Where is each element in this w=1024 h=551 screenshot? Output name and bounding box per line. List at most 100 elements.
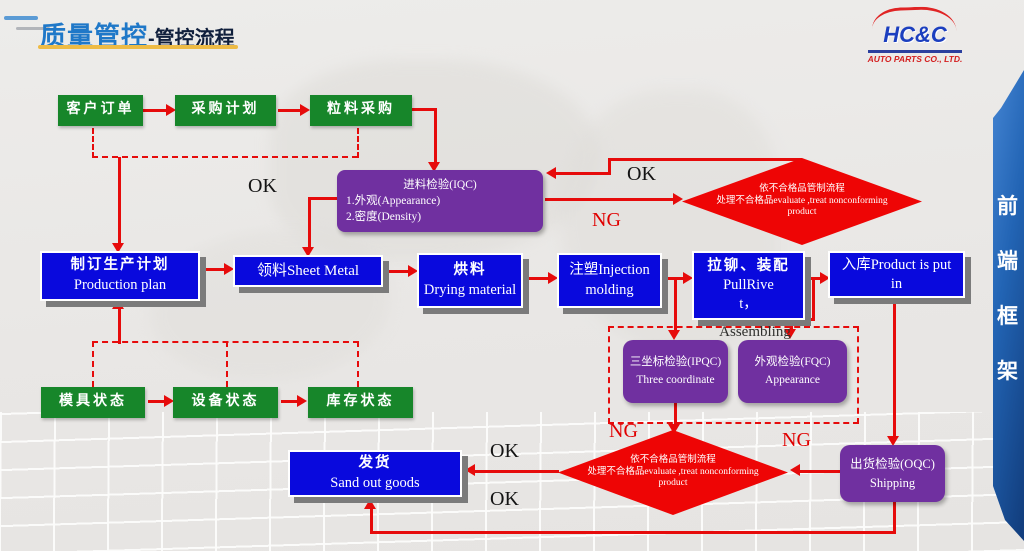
iqc-title: 进料检验(IQC) <box>403 178 477 191</box>
connector <box>812 280 815 320</box>
assembly-dashed-frame <box>608 326 859 424</box>
iqc-item: 2.密度(Density) <box>346 210 422 223</box>
connector <box>608 158 611 175</box>
label-ok: OK <box>490 440 519 462</box>
node-equipment-status: 设备状态 <box>173 387 278 418</box>
node-label: 外观检验(FQC) <box>754 356 831 369</box>
node-inventory-status: 库存状态 <box>308 387 413 418</box>
connector-dashed <box>92 128 94 158</box>
node-label: Three coordinate <box>636 373 715 386</box>
connector <box>281 400 297 403</box>
arrowhead <box>297 395 307 407</box>
node-label: Shipping <box>869 475 916 490</box>
arrowhead <box>112 243 124 253</box>
company-logo: HC&C AUTO PARTS CO., LTD. <box>860 4 970 68</box>
connector <box>556 172 608 175</box>
arrowhead <box>112 299 124 309</box>
arrowhead <box>408 265 418 277</box>
diamond-line: 依不合格品管制流程 <box>759 183 845 194</box>
node-label: 入库Product is put <box>841 256 952 273</box>
node-label: Appearance <box>765 373 820 386</box>
arrowhead <box>300 104 310 116</box>
connector <box>143 109 166 112</box>
connector <box>204 268 224 271</box>
node-label: 客户订单 <box>66 102 135 118</box>
node-fqc: 外观检验(FQC) Appearance <box>738 340 847 403</box>
connector <box>674 403 677 424</box>
node-label: 采购计划 <box>191 102 260 118</box>
node-iqc: 进料检验(IQC) 1.外观(Appearance) 2.密度(Density) <box>337 170 543 232</box>
label-assembling: Assembling <box>719 324 791 340</box>
diamond-line: 依不合格品管制流程 <box>630 454 716 465</box>
connector-dashed <box>357 128 359 158</box>
connector-dashed <box>92 156 358 158</box>
connector <box>666 277 683 280</box>
connector <box>278 109 300 112</box>
diamond-line: 处理不合格品evaluate ,treat nonconforming <box>716 195 888 206</box>
node-label: molding <box>585 281 634 298</box>
title-sub: -管控流程 <box>148 28 235 50</box>
deco-dash-blue <box>4 16 38 20</box>
node-pellet-purchase: 粒料采购 <box>310 95 412 126</box>
arrowhead <box>428 162 440 172</box>
side-tab-frontend-frame: 前 端 框 架 <box>993 70 1024 541</box>
side-char: 框 <box>997 305 1018 328</box>
deco-dash-gray <box>16 27 50 30</box>
node-label: 拉铆、装配 <box>707 258 790 275</box>
node-label: t， <box>739 295 758 312</box>
side-tab-label: 前 端 框 架 <box>993 190 1024 385</box>
node-production-plan: 制订生产计划 Production plan <box>40 251 200 301</box>
connector <box>800 470 840 473</box>
connector <box>118 157 121 243</box>
connector <box>412 108 437 111</box>
node-drying: 烘料 Drying material <box>417 253 523 308</box>
connector <box>893 502 896 534</box>
node-label: 粒料采购 <box>327 102 395 118</box>
arrowhead <box>302 247 314 257</box>
node-oqc: 出货检验(OQC) Shipping <box>840 445 945 502</box>
logo-rule <box>868 50 962 53</box>
logo-name: HC&C <box>883 22 947 47</box>
arrowhead <box>820 272 830 284</box>
node-ipqc: 三坐标检验(IPQC) Three coordinate <box>623 340 728 403</box>
arrowhead <box>668 330 680 340</box>
connector <box>370 531 896 534</box>
node-injection: 注塑Injection molding <box>557 253 662 308</box>
node-pullrivet: 拉铆、装配 PullRive t， <box>692 251 805 320</box>
node-label: 注塑Injection <box>569 261 650 278</box>
connector-dashed <box>226 341 228 387</box>
node-warehouse: 入库Product is put in <box>828 251 965 298</box>
node-purchase-plan: 采购计划 <box>175 95 276 126</box>
connector <box>434 108 437 162</box>
side-char: 前 <box>997 195 1018 218</box>
node-label: 领料Sheet Metal <box>256 262 360 279</box>
label-ng: NG <box>592 209 621 231</box>
arrowhead <box>164 395 174 407</box>
diamond-line: product <box>658 478 688 489</box>
arrowhead <box>668 424 680 434</box>
arrowhead <box>166 104 176 116</box>
connector <box>308 197 311 247</box>
node-label: Drying material <box>423 281 517 298</box>
arrowhead <box>683 272 693 284</box>
iqc-item: 1.外观(Appearance) <box>346 195 441 208</box>
node-sheet-metal: 领料Sheet Metal <box>233 255 383 287</box>
connector <box>790 318 793 329</box>
connector <box>893 300 896 436</box>
diamond-line: 处理不合格品evaluate ,treat nonconforming <box>587 466 759 477</box>
node-label: 设备状态 <box>191 394 260 410</box>
node-label: 烘料 <box>453 261 487 278</box>
arrowhead <box>465 464 475 476</box>
connector <box>475 470 559 473</box>
node-label: 出货检验(OQC) <box>850 456 935 471</box>
logo-subtitle: AUTO PARTS CO., LTD. <box>867 54 963 64</box>
arrowhead <box>364 499 376 509</box>
connector <box>118 309 121 344</box>
node-label: PullRive <box>723 277 774 294</box>
node-mold-status: 模具状态 <box>41 387 145 418</box>
node-label: in <box>890 275 903 292</box>
node-label: Sand out goods <box>330 474 420 491</box>
label-ok: OK <box>490 488 519 510</box>
node-label: Production plan <box>73 277 167 293</box>
